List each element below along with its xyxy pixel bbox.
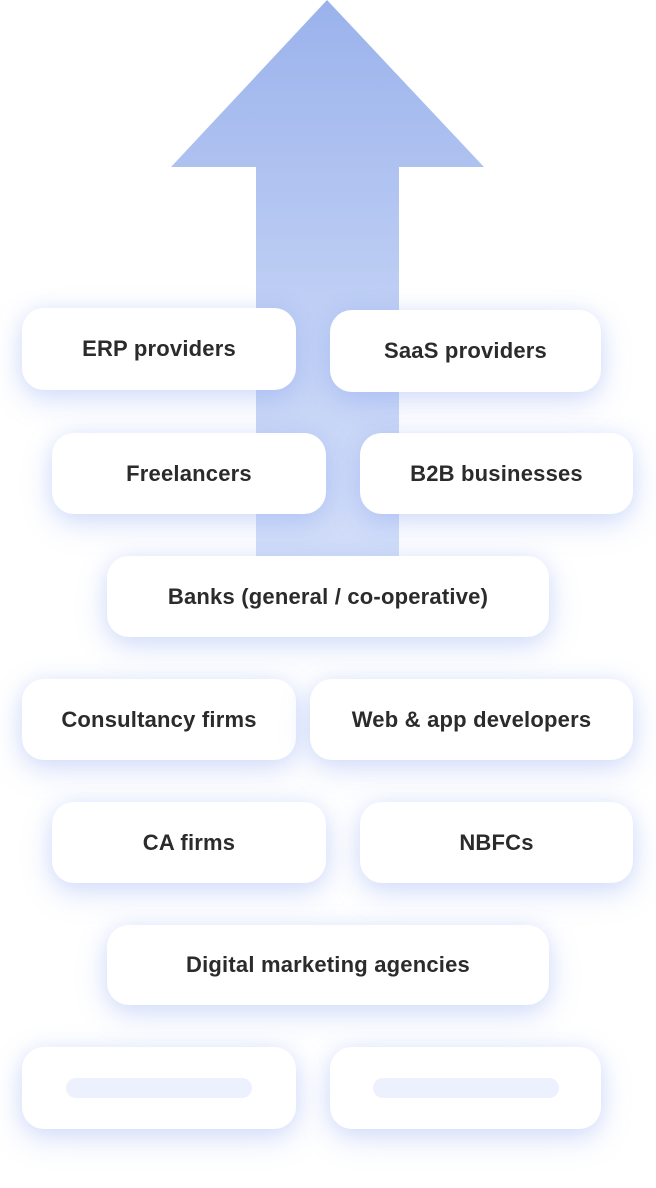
- placeholder-bar: [372, 1078, 559, 1098]
- placeholder-pill-right: [330, 1047, 601, 1129]
- audience-pill-freelancers: Freelancers: [52, 433, 326, 514]
- pill-label: Digital marketing agencies: [186, 952, 470, 977]
- pill-label: Web & app developers: [351, 706, 592, 732]
- audience-pill-web-app-developers: Web & app developers: [310, 679, 633, 760]
- audience-pill-digital-marketing-agencies: Digital marketing agencies: [107, 925, 549, 1005]
- pill-label: ERP providers: [82, 336, 236, 361]
- audience-pill-b2b-businesses: B2B businesses: [360, 433, 633, 514]
- audience-pill-erp-providers: ERP providers: [22, 308, 296, 390]
- audience-pill-ca-firms: CA firms: [52, 802, 326, 883]
- pill-label: CA firms: [142, 829, 236, 855]
- pill-label: SaaS providers: [384, 338, 547, 363]
- pill-label: NBFCs: [459, 829, 534, 855]
- placeholder-pill-left: [22, 1047, 296, 1129]
- pill-label: Banks (general / co-operative): [167, 583, 489, 609]
- up-arrow-icon: [171, 0, 484, 560]
- pill-label: B2B businesses: [410, 460, 583, 486]
- audience-pill-nbfcs: NBFCs: [360, 802, 633, 883]
- pill-label: Freelancers: [126, 460, 252, 486]
- pill-label: Consultancy firms: [61, 706, 257, 732]
- audience-pill-consultancy-firms: Consultancy firms: [22, 679, 296, 760]
- placeholder-bar: [66, 1078, 252, 1098]
- audience-pill-banks: Banks (general / co-operative): [107, 556, 549, 637]
- audience-pill-saas-providers: SaaS providers: [330, 310, 601, 392]
